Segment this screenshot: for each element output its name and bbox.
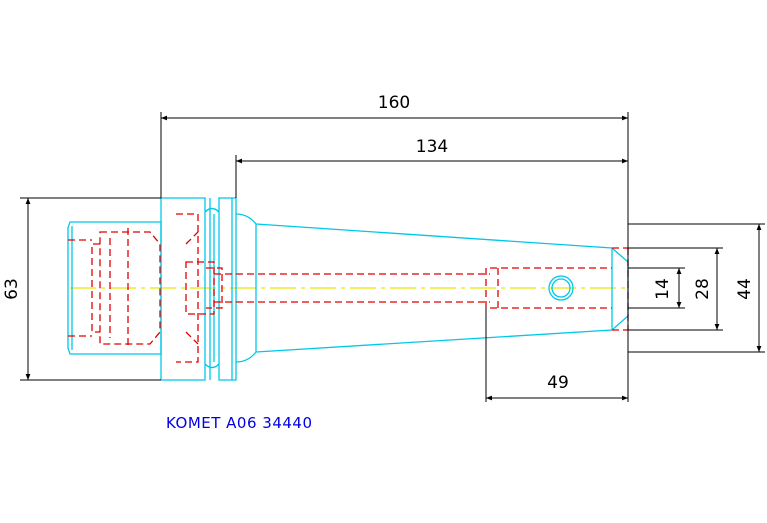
dim-63-label: 63 xyxy=(2,278,22,300)
dim-160-label: 160 xyxy=(378,93,410,113)
dim-134-label: 134 xyxy=(416,137,448,157)
drawing-caption: KOMET A06 34440 xyxy=(166,414,313,432)
hidden-features xyxy=(68,213,629,363)
dim-49-label: 49 xyxy=(547,373,569,393)
dim-44-label: 44 xyxy=(735,278,755,300)
dim-28-label: 28 xyxy=(693,278,713,300)
tool-outline xyxy=(67,197,629,381)
dim-14-label: 14 xyxy=(653,278,673,300)
dimension-lines xyxy=(20,112,765,402)
